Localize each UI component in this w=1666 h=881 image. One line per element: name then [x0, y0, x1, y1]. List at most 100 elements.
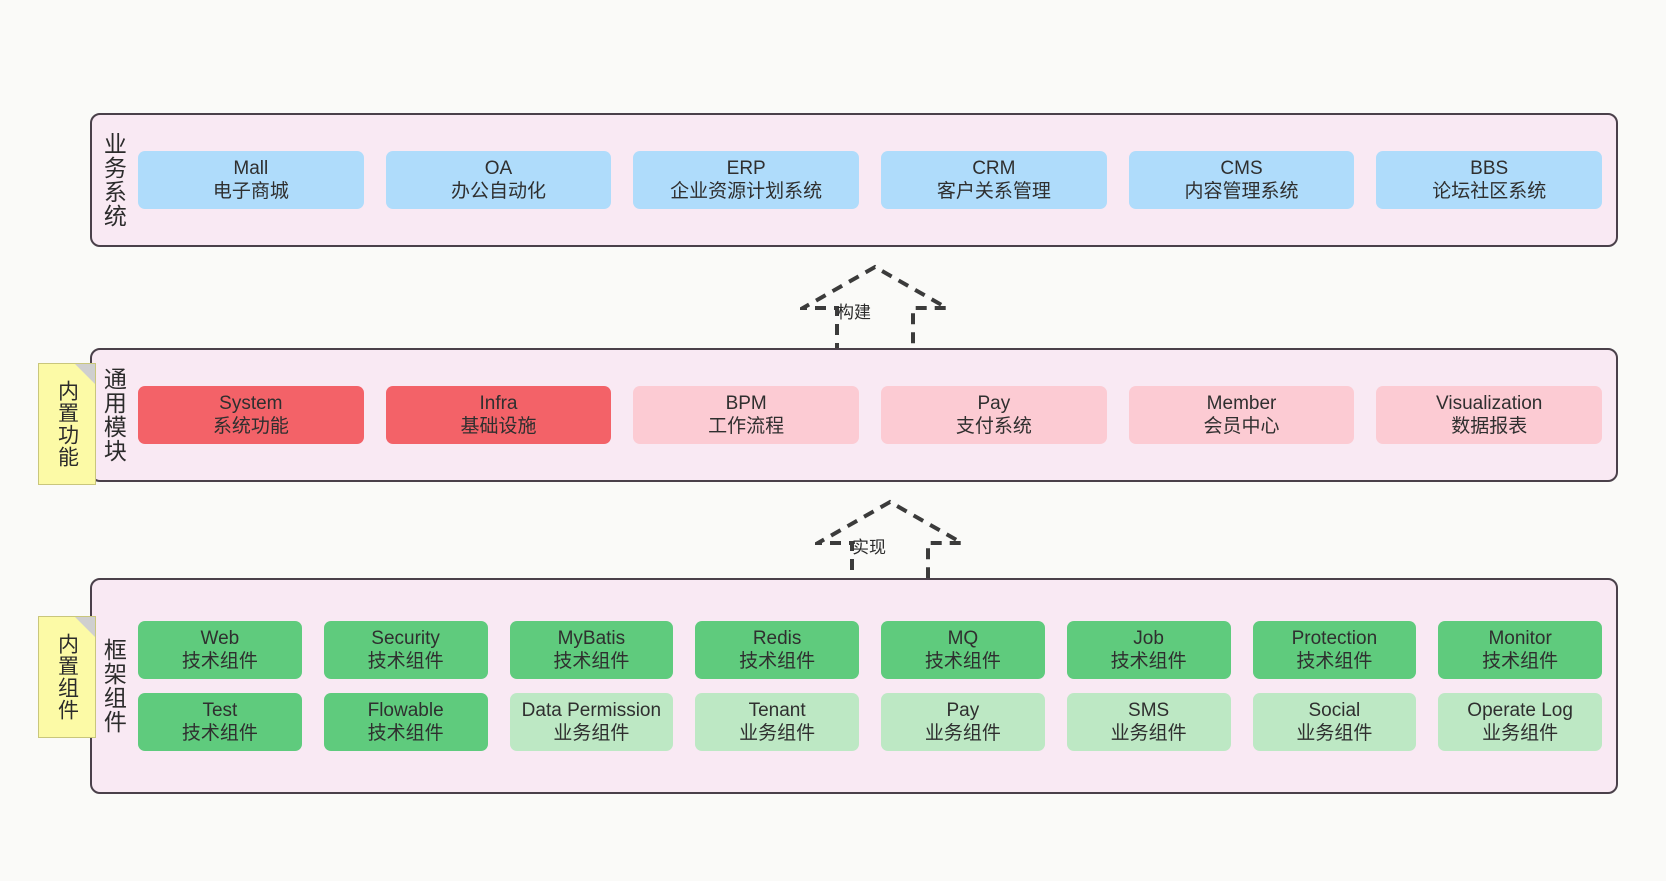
card-social[interactable]: Social 业务组件 [1252, 693, 1417, 752]
layer-label-framework-component: 框架组件 [100, 638, 127, 734]
card-title: MyBatis [557, 627, 626, 649]
card-subtitle: 企业资源计划系统 [670, 181, 823, 202]
card-title: Data Permission [521, 700, 662, 721]
card-monitor[interactable]: Monitor 技术组件 [1438, 620, 1602, 679]
card-mall[interactable]: Mall 电子商城 [138, 150, 364, 210]
card-mybatis[interactable]: MyBatis 技术组件 [509, 620, 674, 679]
card-subtitle: 内容管理系统 [1184, 181, 1299, 202]
note-label: 内置组件 [55, 633, 79, 721]
card-title: Member [1206, 392, 1277, 414]
card-subtitle: 业务组件 [1296, 723, 1373, 745]
card-job[interactable]: Job 技术组件 [1066, 620, 1231, 679]
card-erp[interactable]: ERP 企业资源计划系统 [633, 150, 860, 210]
connector-implement: 实现 [815, 497, 965, 589]
card-subtitle: 技术组件 [739, 650, 816, 672]
card-member[interactable]: Member 会员中心 [1128, 385, 1355, 445]
card-title: System [219, 392, 283, 414]
layer-common-module: 通用模块 System 系统功能 Infra 基础设施 BPM 工作流程 Pay… [90, 348, 1618, 482]
card-title: Visualization [1436, 392, 1543, 414]
card-subtitle: 论坛社区系统 [1432, 181, 1547, 202]
card-security[interactable]: Security 技术组件 [323, 620, 488, 679]
card-title: Infra [479, 392, 518, 414]
card-subtitle: 电子商城 [212, 181, 289, 202]
card-title: Monitor [1488, 627, 1552, 649]
layer-body-common-module: System 系统功能 Infra 基础设施 BPM 工作流程 Pay 支付系统… [134, 350, 1616, 480]
card-test[interactable]: Test 技术组件 [138, 693, 302, 752]
card-title: Web [200, 627, 240, 649]
card-title: Operate Log [1467, 700, 1573, 721]
card-title: Redis [752, 627, 802, 649]
card-title: Pay [977, 392, 1011, 414]
card-subtitle: 技术组件 [367, 723, 444, 745]
card-subtitle: 支付系统 [955, 416, 1032, 437]
card-subtitle: 基础设施 [460, 416, 537, 437]
card-title: ERP [726, 157, 766, 179]
card-subtitle: 技术组件 [1482, 650, 1559, 672]
card-subtitle: 技术组件 [181, 723, 258, 745]
note-builtin-features: 内置功能 [38, 363, 96, 485]
card-bpm[interactable]: BPM 工作流程 [633, 385, 860, 445]
card-row: Test 技术组件 Flowable 技术组件 Data Permission … [138, 693, 1602, 752]
layer-label-business-system: 业务系统 [100, 132, 127, 228]
note-fold-corner [75, 364, 95, 384]
card-title: Protection [1291, 627, 1378, 649]
card-subtitle: 业务组件 [924, 723, 1001, 745]
card-title: Social [1308, 700, 1361, 721]
card-subtitle: 技术组件 [1296, 650, 1373, 672]
card-title: Mall [233, 157, 269, 179]
card-subtitle: 客户关系管理 [936, 181, 1051, 202]
layer-business-system: 业务系统 Mall 电子商城 OA 办公自动化 ERP 企业资源计划系统 CRM… [90, 113, 1618, 247]
card-pay[interactable]: Pay 支付系统 [881, 385, 1107, 445]
note-fold-corner [75, 617, 95, 637]
card-data-permission[interactable]: Data Permission 业务组件 [509, 693, 674, 752]
card-subtitle: 业务组件 [1482, 723, 1559, 745]
card-crm[interactable]: CRM 客户关系管理 [881, 150, 1107, 210]
card-title: SMS [1128, 700, 1170, 721]
card-subtitle: 技术组件 [367, 650, 444, 672]
card-title: Security [371, 627, 440, 649]
card-mq[interactable]: MQ 技术组件 [881, 620, 1045, 679]
card-subtitle: 系统功能 [212, 416, 289, 437]
layer-body-business-system: Mall 电子商城 OA 办公自动化 ERP 企业资源计划系统 CRM 客户关系… [134, 115, 1616, 245]
card-operate-log[interactable]: Operate Log 业务组件 [1438, 693, 1602, 752]
card-protection[interactable]: Protection 技术组件 [1252, 620, 1417, 679]
card-redis[interactable]: Redis 技术组件 [695, 620, 859, 679]
card-flowable[interactable]: Flowable 技术组件 [323, 693, 488, 752]
card-title: MQ [947, 627, 979, 649]
card-subtitle: 数据报表 [1451, 416, 1528, 437]
card-title: Tenant [748, 700, 806, 721]
note-builtin-components: 内置组件 [38, 616, 96, 738]
card-system[interactable]: System 系统功能 [138, 385, 364, 445]
card-oa[interactable]: OA 办公自动化 [385, 150, 612, 210]
card-visualization[interactable]: Visualization 数据报表 [1376, 385, 1603, 445]
card-title: CMS [1220, 157, 1263, 179]
card-row: System 系统功能 Infra 基础设施 BPM 工作流程 Pay 支付系统… [138, 385, 1603, 445]
card-bbs[interactable]: BBS 论坛社区系统 [1376, 150, 1603, 210]
card-subtitle: 技术组件 [1110, 650, 1187, 672]
card-title: Pay [946, 700, 980, 721]
connector-build: 构建 [800, 262, 950, 354]
card-subtitle: 技术组件 [181, 650, 258, 672]
card-title: BPM [725, 392, 767, 414]
layer-framework-component: 框架组件 Web 技术组件 Security 技术组件 MyBatis 技术组件… [90, 578, 1618, 794]
card-tenant[interactable]: Tenant 业务组件 [695, 693, 859, 752]
card-subtitle: 业务组件 [739, 723, 816, 745]
card-row: Web 技术组件 Security 技术组件 MyBatis 技术组件 Redi… [138, 620, 1602, 679]
card-subtitle: 会员中心 [1203, 416, 1280, 437]
card-row: Mall 电子商城 OA 办公自动化 ERP 企业资源计划系统 CRM 客户关系… [138, 150, 1603, 210]
card-subtitle: 技术组件 [924, 650, 1001, 672]
connector-implement-label: 实现 [852, 538, 886, 557]
note-label: 内置功能 [55, 380, 79, 468]
card-subtitle: 技术组件 [553, 650, 630, 672]
card-infra[interactable]: Infra 基础设施 [385, 385, 612, 445]
connector-build-label: 构建 [837, 303, 871, 322]
card-cms[interactable]: CMS 内容管理系统 [1128, 150, 1355, 210]
card-sms[interactable]: SMS 业务组件 [1066, 693, 1231, 752]
card-title: Flowable [367, 700, 444, 721]
card-title: OA [484, 157, 513, 179]
card-title: Test [202, 700, 238, 721]
card-subtitle: 办公自动化 [451, 181, 547, 202]
card-web[interactable]: Web 技术组件 [138, 620, 302, 679]
card-pay-component[interactable]: Pay 业务组件 [881, 693, 1045, 752]
